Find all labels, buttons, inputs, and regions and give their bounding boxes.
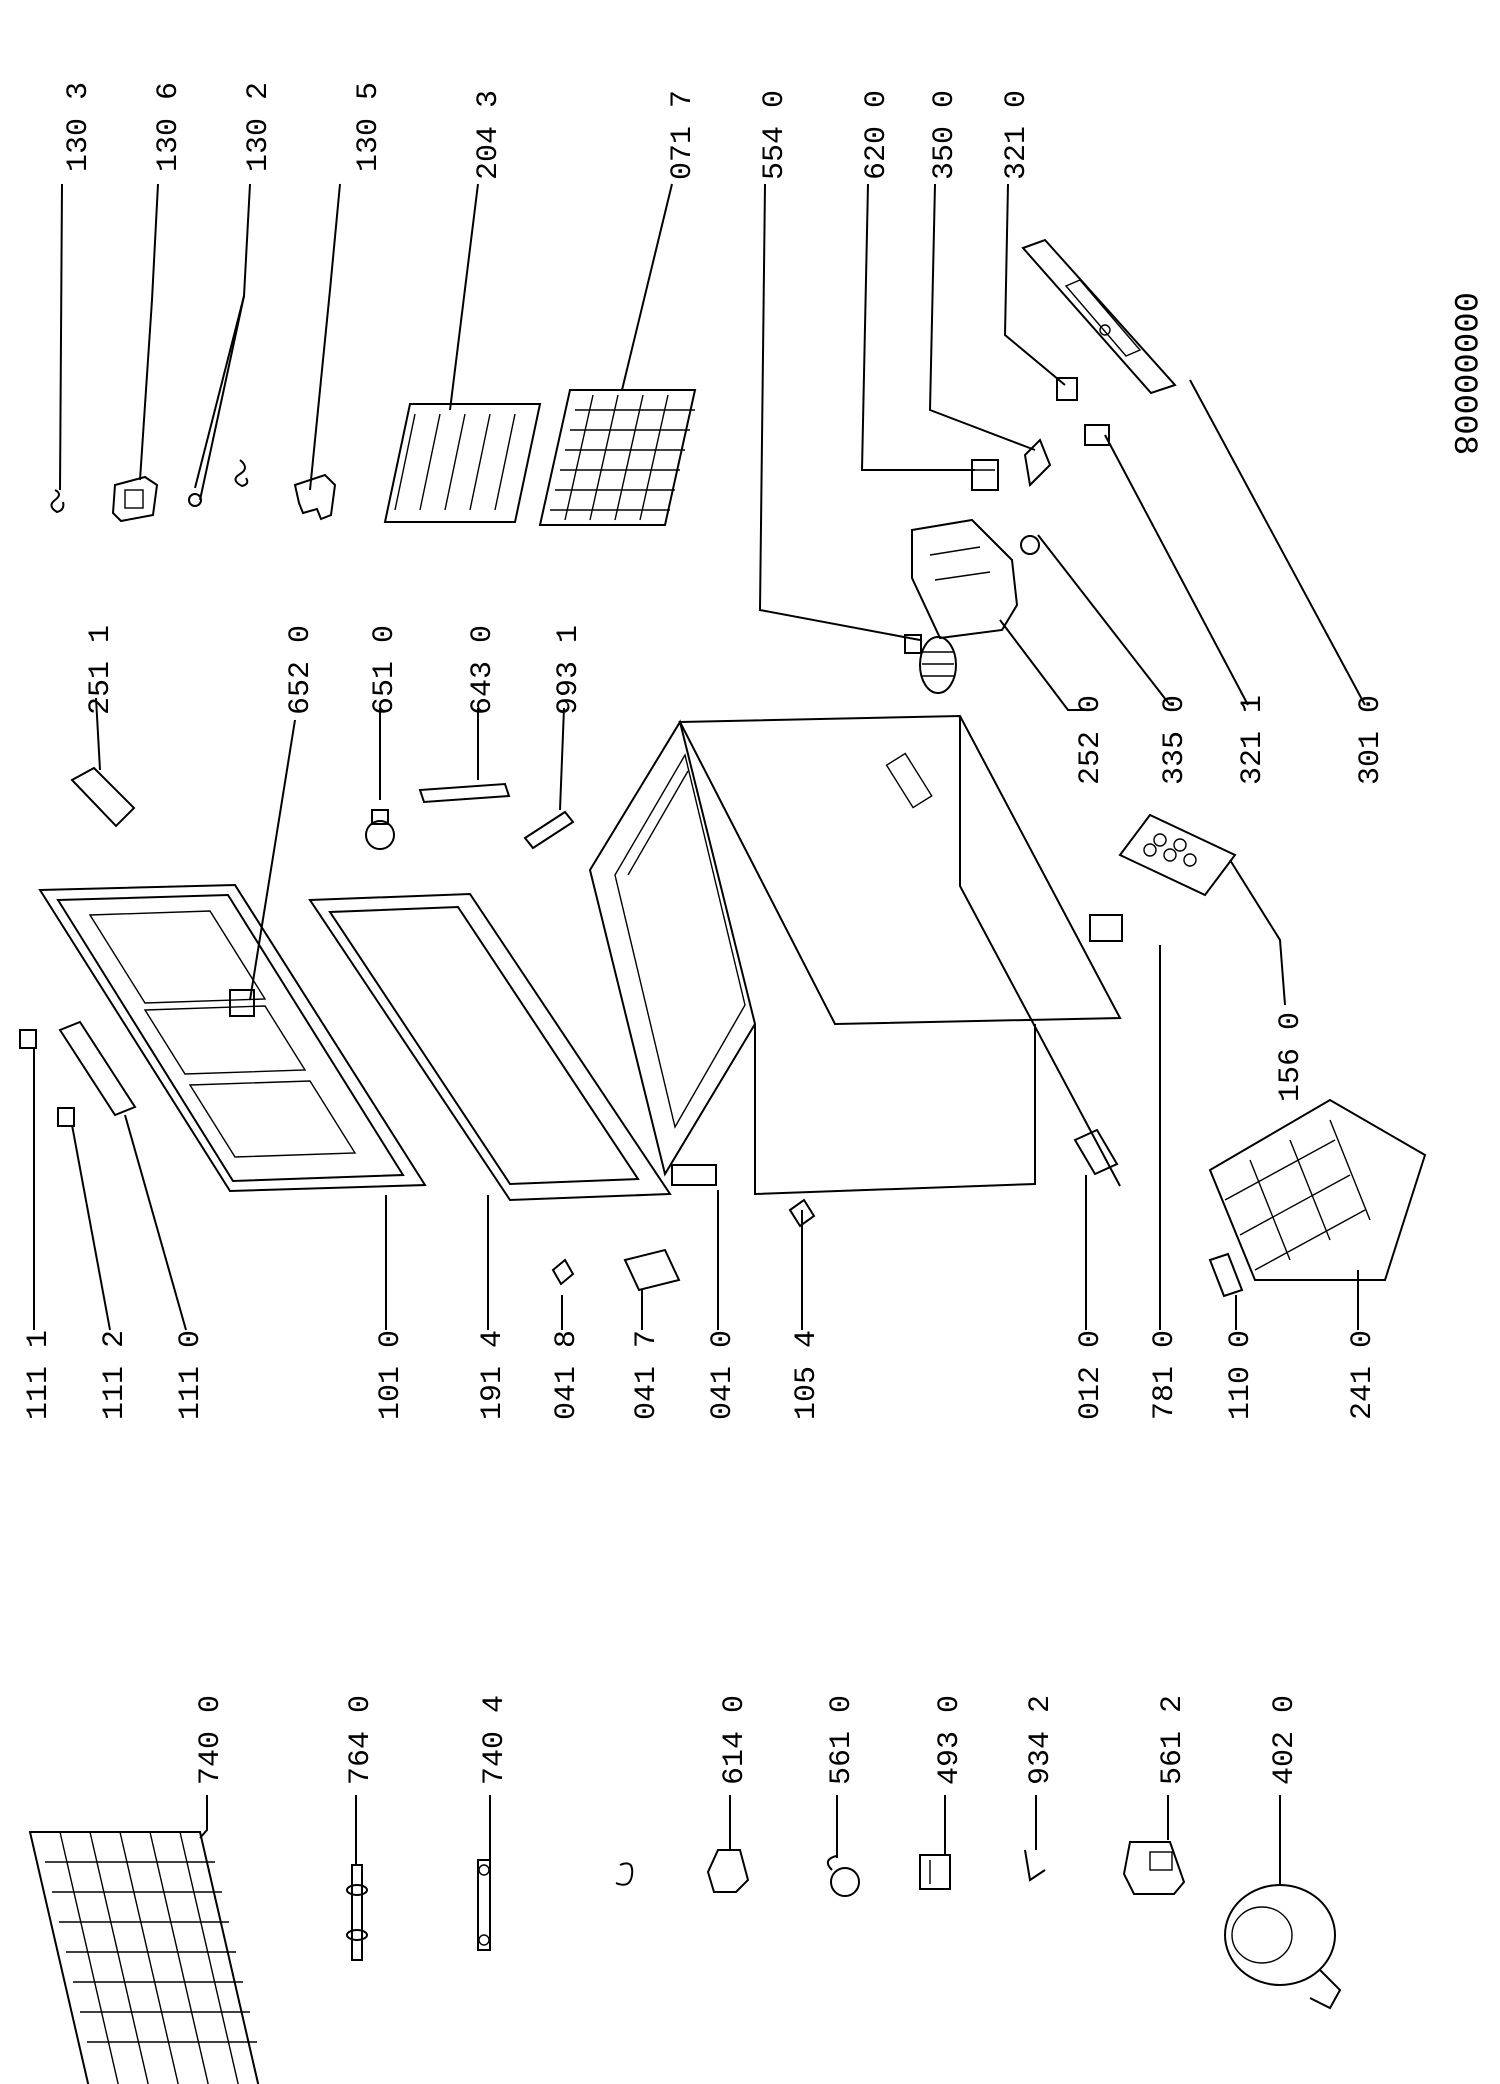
part-620-0-drawing bbox=[971, 459, 999, 491]
part-small-loop-drawing bbox=[615, 1862, 634, 1886]
part-cabinet-drawing bbox=[588, 714, 1122, 1196]
part-label-041-8: 041 8 bbox=[550, 1330, 584, 1420]
part-label-012-0: 012 0 bbox=[1074, 1330, 1108, 1420]
part-label-993-1: 993 1 bbox=[552, 625, 586, 715]
part-label-781-0: 781 0 bbox=[1148, 1330, 1182, 1420]
part-493-0-drawing bbox=[919, 1854, 951, 1890]
part-label-561-0: 561 0 bbox=[825, 1695, 859, 1785]
part-label-105-4: 105 4 bbox=[790, 1330, 824, 1420]
part-130-3-drawing bbox=[50, 489, 65, 514]
part-111-0-drawing bbox=[58, 1020, 137, 1117]
part-251-1-drawing bbox=[70, 766, 136, 828]
part-301-0-drawing bbox=[1021, 238, 1177, 395]
part-156-0-drawing bbox=[1118, 813, 1237, 897]
part-label-934-2: 934 2 bbox=[1024, 1695, 1058, 1785]
part-label-651-0: 651 0 bbox=[368, 625, 402, 715]
part-321-1-drawing bbox=[1084, 424, 1110, 446]
part-740-0-condenser-drawing bbox=[28, 1831, 260, 2084]
part-241-0-basket-drawing bbox=[1208, 1098, 1427, 1281]
part-label-111-2: 111 2 bbox=[98, 1330, 132, 1420]
part-label-191-4: 191 4 bbox=[476, 1330, 510, 1420]
part-012-0-drawing bbox=[1073, 1128, 1119, 1176]
part-label-764-0: 764 0 bbox=[344, 1695, 378, 1785]
part-label-493-0: 493 0 bbox=[933, 1695, 967, 1785]
part-191-4-gasket-drawing bbox=[308, 892, 672, 1202]
part-130-2-drawing bbox=[188, 459, 249, 507]
part-label-110-0: 110 0 bbox=[1224, 1330, 1258, 1420]
part-label-071-7: 071 7 bbox=[666, 90, 700, 180]
part-993-1-drawing bbox=[523, 810, 575, 850]
part-101-0-lid-drawing bbox=[38, 883, 427, 1193]
part-740-4-drawing bbox=[477, 1859, 491, 1951]
part-041-7-drawing bbox=[623, 1248, 681, 1292]
part-label-402-0: 402 0 bbox=[1268, 1695, 1302, 1785]
part-071-7-drawing bbox=[538, 389, 697, 526]
part-614-0-drawing bbox=[706, 1849, 750, 1893]
part-label-335-0: 335 0 bbox=[1158, 695, 1192, 785]
part-335-0-drawing bbox=[1020, 535, 1040, 555]
part-label-321-0: 321 0 bbox=[1000, 90, 1034, 180]
part-041-8-drawing bbox=[551, 1258, 575, 1286]
part-label-101-0: 101 0 bbox=[374, 1330, 408, 1420]
part-554-0-drawing bbox=[904, 634, 957, 694]
part-label-130-5: 130 5 bbox=[352, 82, 386, 172]
part-111-2-drawing bbox=[57, 1107, 75, 1127]
part-label-130-2: 130 2 bbox=[242, 82, 276, 172]
part-label-241-0: 241 0 bbox=[1346, 1330, 1380, 1420]
part-label-321-1: 321 1 bbox=[1236, 695, 1270, 785]
part-130-5-drawing bbox=[293, 473, 337, 521]
part-652-0-drawing bbox=[229, 989, 255, 1017]
part-label-652-0: 652 0 bbox=[284, 625, 318, 715]
part-label-156-0: 156 0 bbox=[1274, 1012, 1308, 1102]
part-561-0-drawing bbox=[826, 1855, 860, 1897]
part-643-0-drawing bbox=[418, 782, 511, 804]
part-402-0-compressor-drawing bbox=[1224, 1884, 1342, 2010]
part-label-620-0: 620 0 bbox=[860, 90, 894, 180]
part-105-4-drawing bbox=[788, 1198, 816, 1228]
part-350-0-drawing bbox=[1023, 438, 1052, 488]
part-111-1-drawing bbox=[19, 1029, 37, 1049]
sheet-id: 00000008 bbox=[1444, 292, 1482, 455]
part-label-041-0: 041 0 bbox=[706, 1330, 740, 1420]
part-label-111-1: 111 1 bbox=[22, 1330, 56, 1420]
part-934-2-drawing bbox=[1024, 1849, 1046, 1882]
part-781-0-drawing bbox=[1089, 914, 1123, 942]
part-252-0-drawing bbox=[911, 518, 1019, 640]
part-label-561-2: 561 2 bbox=[1156, 1695, 1190, 1785]
part-label-130-3: 130 3 bbox=[62, 82, 96, 172]
part-label-643-0: 643 0 bbox=[466, 625, 500, 715]
part-label-740-0: 740 0 bbox=[194, 1695, 228, 1785]
part-label-740-4: 740 4 bbox=[478, 1695, 512, 1785]
part-labels: 130 3 130 6 130 2 130 5 204 3 071 7 554 … bbox=[22, 82, 1482, 1785]
part-561-2-drawing bbox=[1122, 1841, 1186, 1895]
part-label-204-3: 204 3 bbox=[472, 90, 506, 180]
part-130-6-drawing bbox=[111, 475, 159, 523]
part-label-252-0: 252 0 bbox=[1074, 695, 1108, 785]
part-041-0-drawing bbox=[671, 1164, 717, 1186]
leader-lines bbox=[33, 183, 1366, 1885]
part-label-041-7: 041 7 bbox=[630, 1330, 664, 1420]
part-label-350-0: 350 0 bbox=[928, 90, 962, 180]
part-764-0-drawing bbox=[346, 1864, 368, 1961]
part-204-3-drawing bbox=[383, 403, 542, 523]
part-label-554-0: 554 0 bbox=[758, 90, 792, 180]
part-label-130-6: 130 6 bbox=[152, 82, 186, 172]
part-651-0-drawing bbox=[365, 809, 395, 850]
part-label-111-0: 111 0 bbox=[174, 1330, 208, 1420]
part-label-301-0: 301 0 bbox=[1354, 695, 1388, 785]
part-label-614-0: 614 0 bbox=[718, 1695, 752, 1785]
part-110-0-drawing bbox=[1208, 1252, 1244, 1298]
part-321-0-drawing bbox=[1056, 377, 1078, 401]
part-label-251-1: 251 1 bbox=[84, 625, 118, 715]
